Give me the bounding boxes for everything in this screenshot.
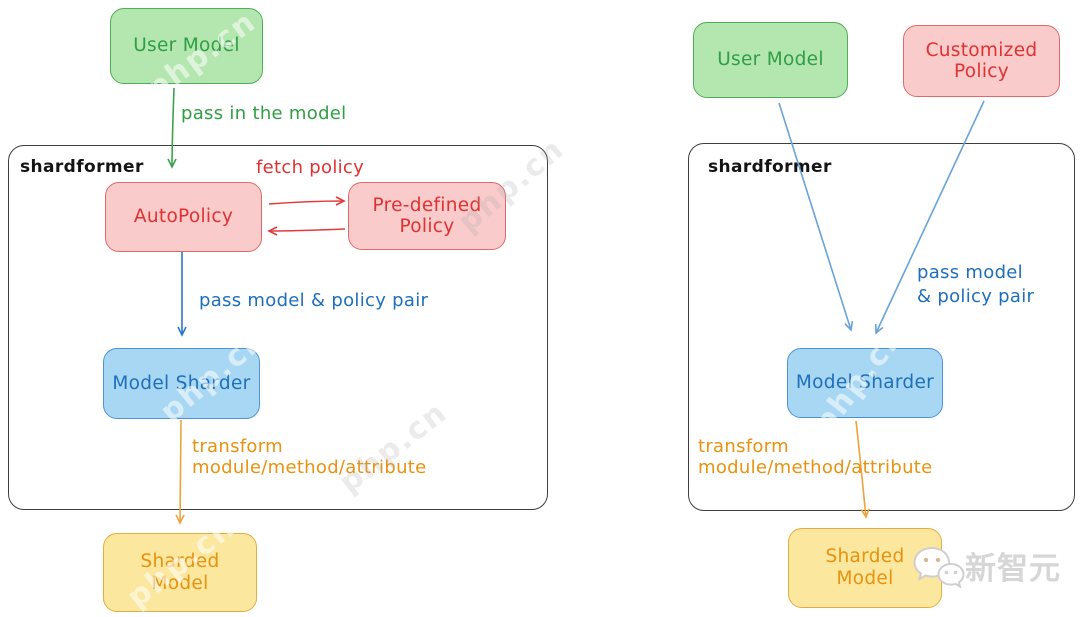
- left-transform-line2: module/method/attribute: [192, 457, 427, 478]
- left-transform-label: transform module/method/attribute: [192, 436, 427, 478]
- right-transform-label: transform module/method/attribute: [698, 436, 933, 478]
- left-shardformer-container: [8, 145, 548, 510]
- right-customized-policy-node: Customized Policy: [903, 25, 1060, 97]
- right-pass-pair-label: pass model & policy pair: [917, 261, 1034, 309]
- left-shardformer-label: shardformer: [20, 157, 144, 177]
- left-sharded-model-node: Sharded Model: [103, 533, 257, 612]
- left-user-model-node: User Model: [110, 8, 263, 84]
- left-predefined-policy-node: Pre-defined Policy: [348, 182, 506, 250]
- right-model-sharder-node: Model Sharder: [787, 348, 943, 418]
- left-transform-line1: transform: [192, 436, 283, 457]
- brand-watermark: 新智元: [911, 544, 1061, 594]
- wechat-icon: [913, 546, 965, 589]
- right-pass-pair-line2: & policy pair: [917, 286, 1035, 307]
- left-auto-policy-node: AutoPolicy: [105, 182, 262, 252]
- right-transform-line2: module/method/attribute: [698, 457, 933, 478]
- right-shardformer-label: shardformer: [708, 157, 832, 177]
- right-user-model-node: User Model: [693, 22, 848, 98]
- left-pass-in-model-label: pass in the model: [181, 103, 347, 124]
- right-transform-line1: transform: [698, 436, 789, 457]
- left-pass-pair-label: pass model & policy pair: [199, 290, 429, 311]
- right-pass-pair-line1: pass model: [917, 262, 1023, 283]
- brand-name: 新智元: [965, 550, 1061, 587]
- left-fetch-policy-label: fetch policy: [256, 157, 365, 178]
- left-model-sharder-node: Model Sharder: [103, 348, 260, 419]
